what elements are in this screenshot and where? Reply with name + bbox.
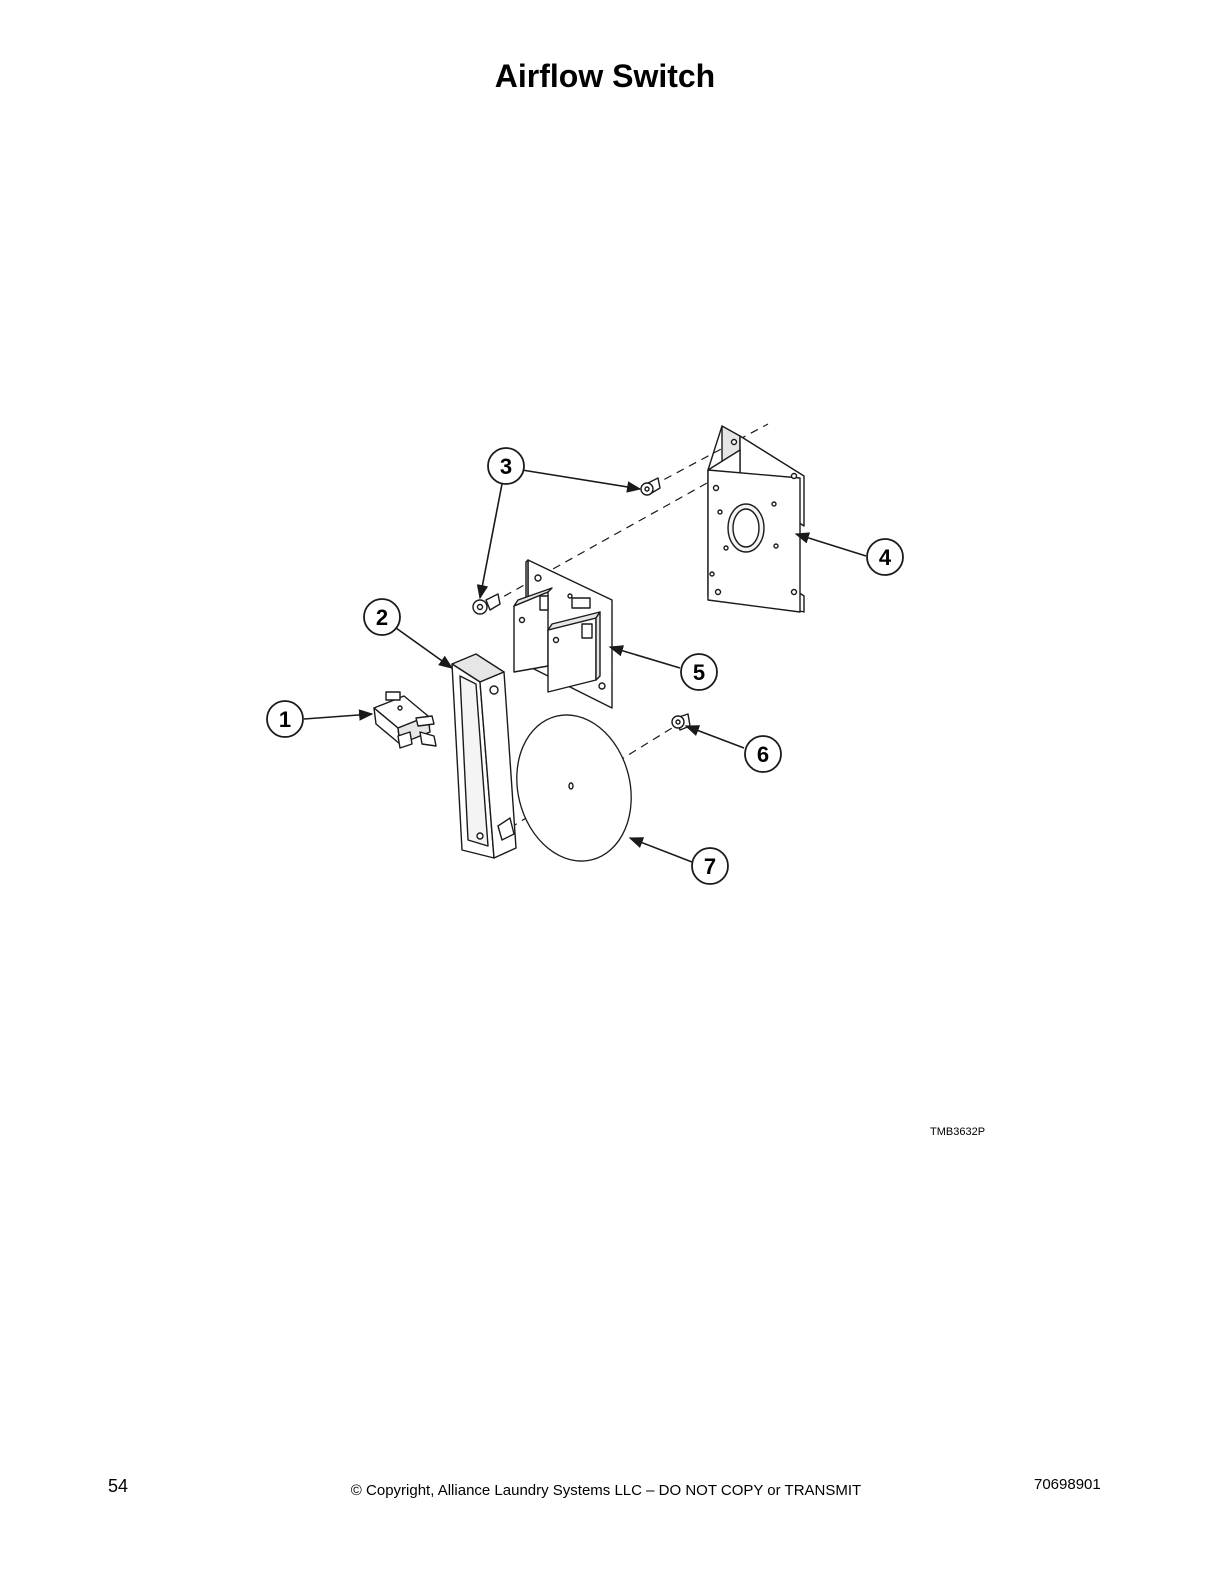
page-title: Airflow Switch: [494, 58, 716, 94]
svg-text:1: 1: [279, 707, 291, 732]
svg-text:4: 4: [879, 545, 892, 570]
footer-copyright: © Copyright, Alliance Laundry Systems LL…: [350, 1482, 862, 1499]
callout-7: 7: [691, 847, 729, 885]
svg-text:2: 2: [376, 605, 388, 630]
svg-text:5: 5: [693, 660, 705, 685]
svg-text:7: 7: [704, 854, 716, 879]
part-2-actuator-arm: [451, 653, 517, 859]
part-3-screw-lower: [472, 593, 501, 615]
callout-5: 5: [680, 653, 718, 691]
footer-page-number: 54: [108, 1476, 129, 1496]
footer-document-number: 70698901: [1034, 1476, 1101, 1493]
callout-6: 6: [744, 735, 782, 773]
callout-1: 1: [266, 700, 304, 738]
callout-2: 2: [363, 598, 401, 636]
svg-text:6: 6: [757, 742, 769, 767]
svg-text:3: 3: [500, 454, 512, 479]
callout-4: 4: [866, 538, 904, 576]
callout-3: 3: [487, 447, 525, 485]
part-7-vane-disc: [516, 714, 632, 862]
part-6-screw: [671, 713, 691, 731]
part-4-mounting-bracket: [707, 425, 805, 613]
part-1-micro-switch: [373, 691, 437, 749]
part-5-switch-bracket: [513, 559, 613, 709]
callouts: [303, 469, 867, 863]
part-3-screw-upper: [640, 477, 661, 496]
figure-id: TMB3632P: [930, 1126, 986, 1138]
